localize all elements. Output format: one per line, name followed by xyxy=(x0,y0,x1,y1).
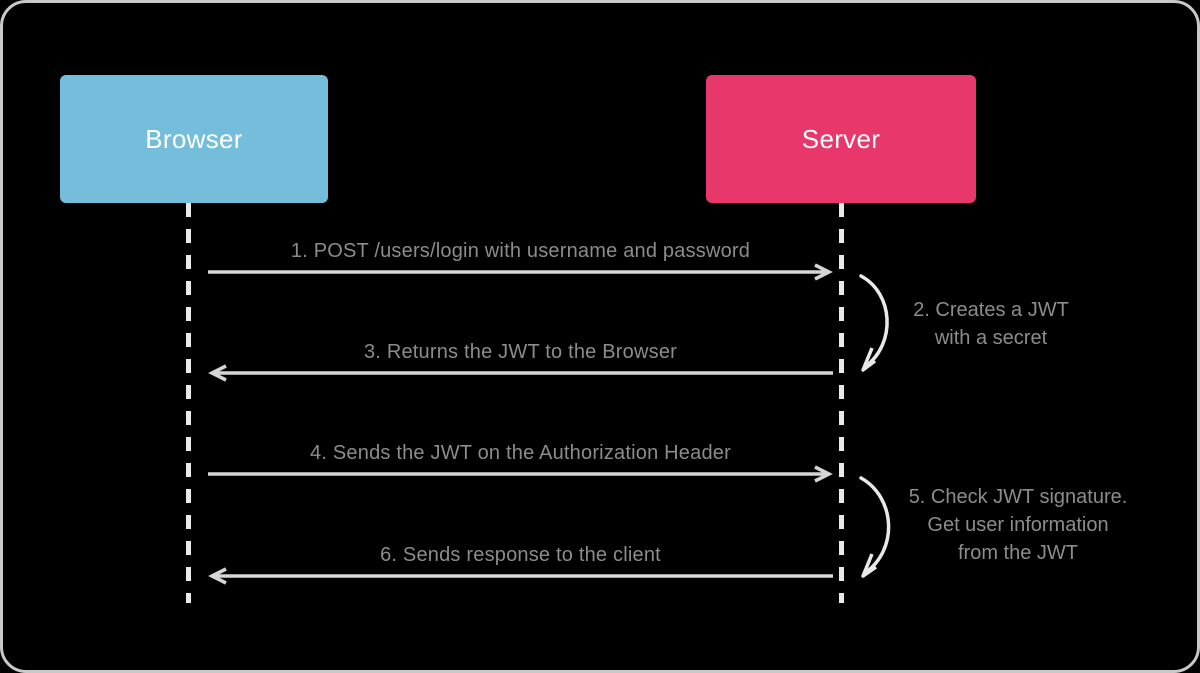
message-4-arrow-right xyxy=(208,465,833,483)
self-message-5-label: 5. Check JWT signature. Get user informa… xyxy=(903,483,1133,567)
message-1-label: 1. POST /users/login with username and p… xyxy=(290,240,751,262)
message-4-label: 4. Sends the JWT on the Authorization He… xyxy=(310,442,731,464)
actor-label-browser: Browser xyxy=(145,123,243,154)
message-3[interactable]: 3. Returns the JWT to the Browser xyxy=(208,336,833,382)
self-message-2[interactable] xyxy=(855,271,903,375)
message-3-label: 3. Returns the JWT to the Browser xyxy=(363,341,678,363)
lifeline-server xyxy=(839,203,844,603)
actor-box-browser[interactable]: Browser xyxy=(60,75,328,203)
lifeline-browser xyxy=(186,203,191,603)
self-message-5-line-2: Get user information xyxy=(927,514,1109,536)
self-message-2-line-1: 2. Creates a JWT xyxy=(913,299,1069,321)
message-1-arrow-right xyxy=(208,263,833,281)
self-message-2-label: 2. Creates a JWT with a secret xyxy=(901,296,1081,352)
message-3-arrow-left xyxy=(208,364,833,382)
message-6-label: 6. Sends response to the client xyxy=(380,544,661,566)
actor-box-server[interactable]: Server xyxy=(706,75,976,203)
message-1[interactable]: 1. POST /users/login with username and p… xyxy=(208,235,833,281)
self-message-5[interactable] xyxy=(855,473,903,581)
self-message-5-line-1: 5. Check JWT signature. xyxy=(908,486,1128,508)
self-message-2-line-2: with a secret xyxy=(934,327,1048,349)
message-6[interactable]: 6. Sends response to the client xyxy=(208,539,833,585)
message-6-arrow-left xyxy=(208,567,833,585)
actor-label-server: Server xyxy=(801,123,881,154)
self-message-5-line-3: from the JWT xyxy=(957,542,1078,564)
message-4[interactable]: 4. Sends the JWT on the Authorization He… xyxy=(208,437,833,483)
